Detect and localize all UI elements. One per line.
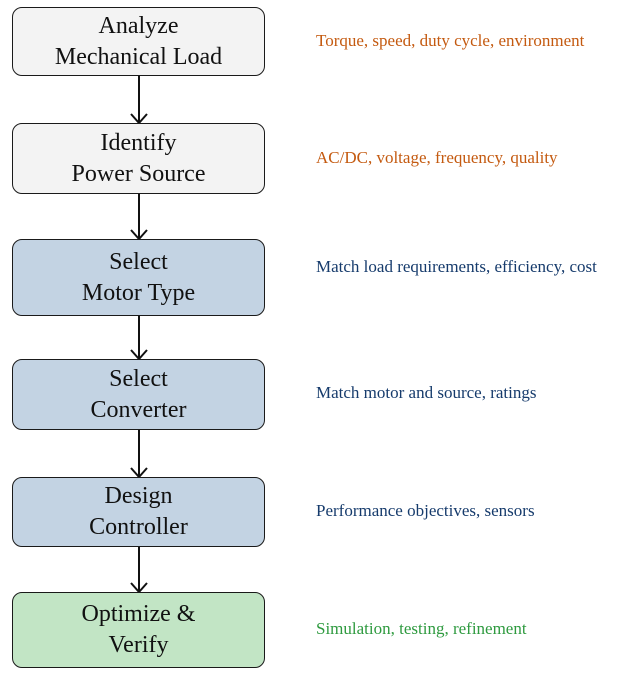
step-title-line1: Select — [109, 248, 168, 275]
step-title-line2: Converter — [90, 396, 187, 423]
step-optimize-verify: Optimize & Verify — [12, 592, 265, 668]
note-design-controller: Performance objectives, sensors — [316, 501, 535, 520]
arrow-1-to-2 — [130, 76, 148, 125]
step-title-line2: Mechanical Load — [54, 43, 223, 70]
step-title-line2: Power Source — [71, 160, 206, 187]
arrow-3-to-4 — [130, 316, 148, 361]
note-select-converter: Match motor and source, ratings — [316, 383, 537, 402]
step-select-motor: Select Motor Type — [12, 239, 265, 316]
arrow-4-to-5 — [130, 430, 148, 479]
note-analyze-load: Torque, speed, duty cycle, environment — [316, 31, 585, 50]
step-analyze-load: Analyze Mechanical Load — [12, 7, 265, 76]
step-title-line1: Analyze — [98, 12, 179, 39]
step-title-line1: Identify — [100, 129, 177, 156]
arrow-2-to-3 — [130, 194, 148, 241]
note-identify-source: AC/DC, voltage, frequency, quality — [316, 148, 558, 167]
arrow-5-to-6 — [130, 547, 148, 594]
step-design-controller: Design Controller — [12, 477, 265, 547]
step-title-line1: Optimize & — [81, 601, 196, 627]
step-title-line1: Design — [104, 483, 173, 509]
note-optimize-verify: Simulation, testing, refinement — [316, 619, 527, 638]
step-title-line2: Controller — [89, 514, 188, 540]
step-title-line1: Select — [109, 365, 168, 392]
step-title-line2: Verify — [108, 632, 169, 658]
step-identify-source: Identify Power Source — [12, 123, 265, 194]
step-select-converter: Select Converter — [12, 359, 265, 430]
note-select-motor: Match load requirements, efficiency, cos… — [316, 257, 597, 276]
step-title-line2: Motor Type — [81, 279, 196, 306]
